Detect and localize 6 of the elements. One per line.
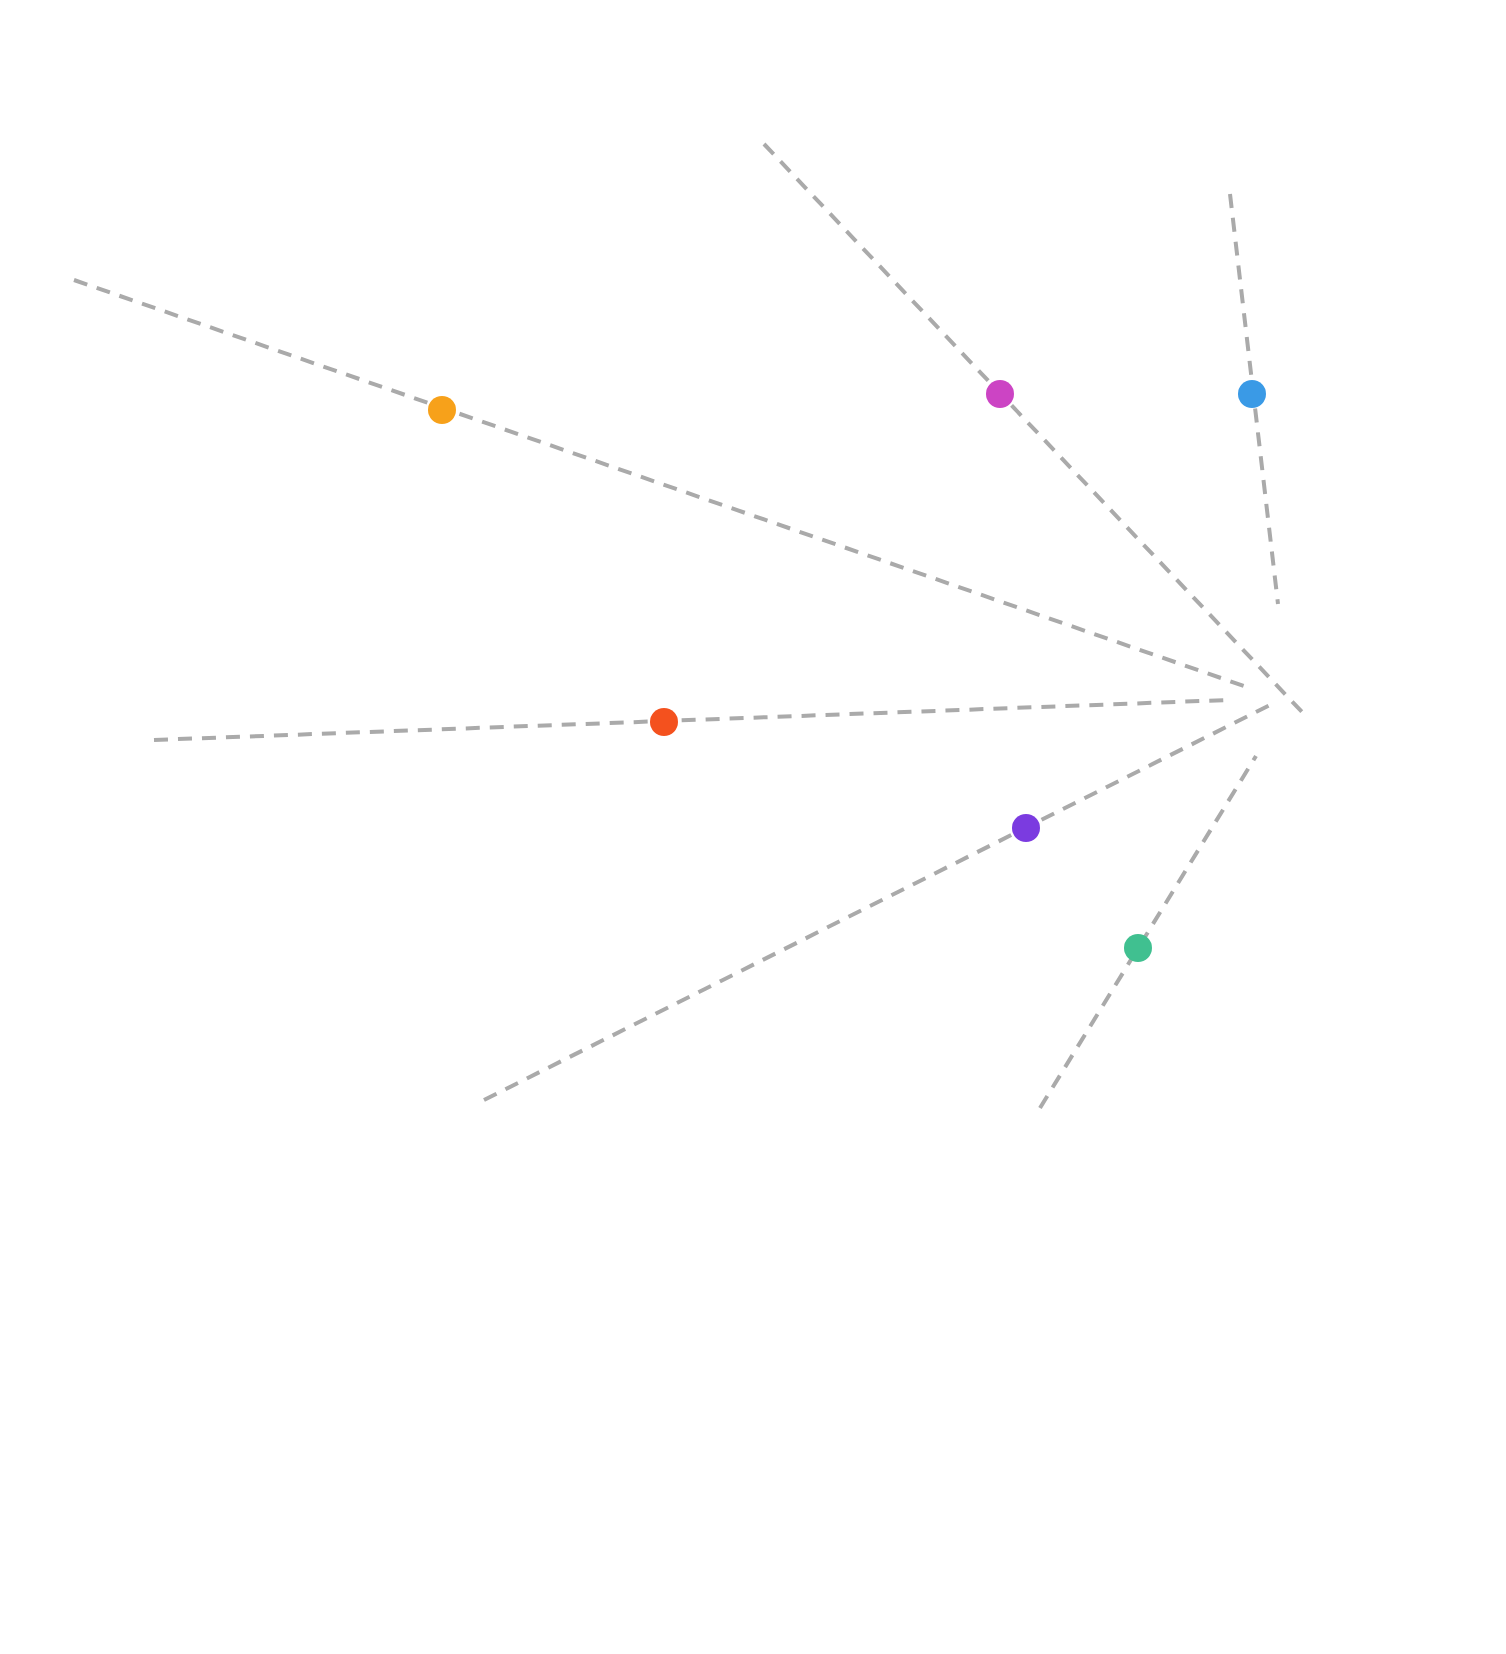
dot (986, 380, 1014, 408)
dot (1012, 814, 1040, 842)
dot (428, 396, 456, 424)
dot (1124, 934, 1152, 962)
dot (650, 708, 678, 736)
dot (1238, 380, 1266, 408)
